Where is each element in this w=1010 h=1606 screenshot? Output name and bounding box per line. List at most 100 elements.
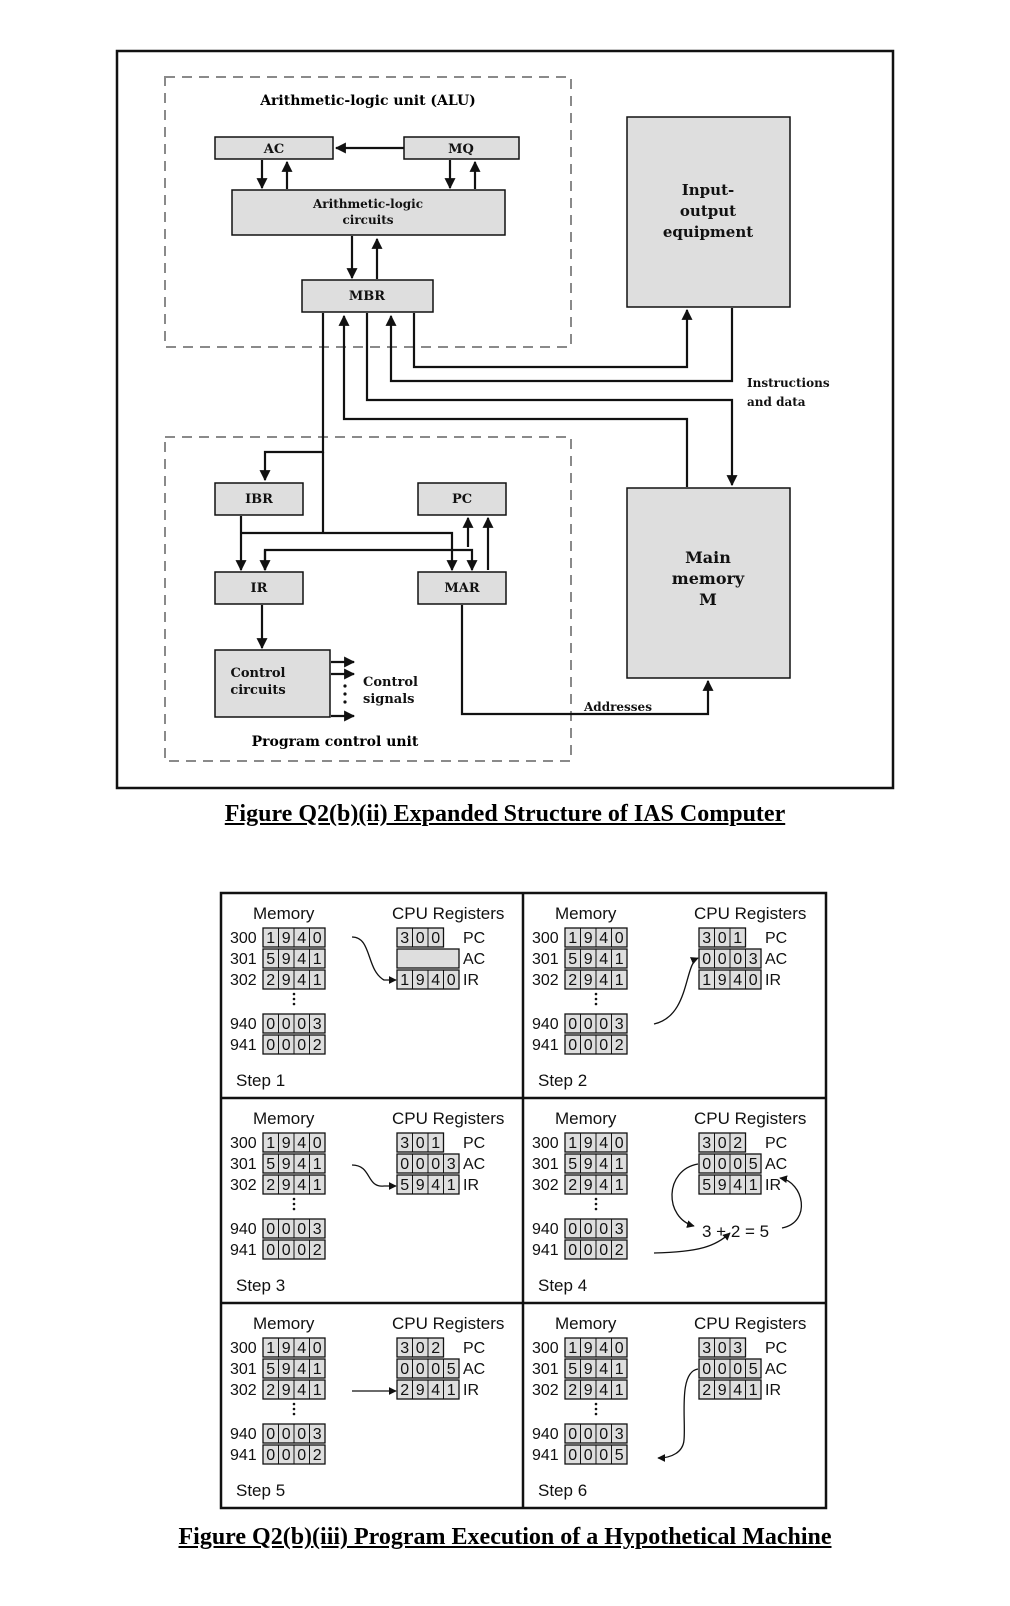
mem-digit: 0 <box>584 1426 593 1443</box>
ac-digit: 0 <box>431 1156 440 1173</box>
pc-register <box>417 482 507 516</box>
alu-region <box>164 76 572 348</box>
ac-digit: 0 <box>416 1156 425 1173</box>
mem-digit: 2 <box>568 1177 577 1194</box>
mem-digit: 0 <box>297 1426 306 1443</box>
mem-address: 302 <box>532 1382 559 1399</box>
alc-label-1: Arithmetic-logic <box>312 197 423 211</box>
mem-address: 940 <box>532 1426 559 1443</box>
mem-digit: 9 <box>584 1177 593 1194</box>
mem-digit: 9 <box>282 1340 291 1357</box>
mem-address: 302 <box>532 972 559 989</box>
mem-address: 300 <box>532 1135 559 1152</box>
mem-digit: 1 <box>313 972 322 989</box>
mem-digit: 0 <box>282 1447 291 1464</box>
mem-address: 300 <box>532 930 559 947</box>
mem-digit: 1 <box>313 951 322 968</box>
mem-digit: 0 <box>568 1016 577 1033</box>
ir-digit: 9 <box>718 1177 727 1194</box>
ac-digit: 0 <box>718 951 727 968</box>
step-label: Step 2 <box>538 1071 587 1090</box>
cpu-registers-header: CPU Registers <box>694 1109 806 1128</box>
mem-digit: 9 <box>282 972 291 989</box>
mem-digit: 3 <box>615 1016 624 1033</box>
cs-label-2: signals <box>363 692 414 707</box>
addresses-label: Addresses <box>583 700 652 714</box>
ac-digit: 0 <box>416 1361 425 1378</box>
program-control-region <box>164 436 572 762</box>
mem-digit: 9 <box>584 972 593 989</box>
mem-digit: 0 <box>599 1221 608 1238</box>
io-label-1: Input- <box>682 181 734 199</box>
cpu-registers-header: CPU Registers <box>392 1314 504 1333</box>
mem-digit: 5 <box>615 1447 624 1464</box>
ac-label: AC <box>463 1156 485 1173</box>
mem-digit: 0 <box>568 1037 577 1054</box>
mm-label-3: M <box>699 590 717 609</box>
pc-digit: 2 <box>431 1340 440 1357</box>
mem-address: 941 <box>230 1447 257 1464</box>
ac-digit: 0 <box>400 1361 409 1378</box>
ac-digit: 0 <box>702 951 711 968</box>
cpu-registers-header: CPU Registers <box>392 1109 504 1128</box>
mem-address: 301 <box>230 1156 257 1173</box>
ir-register <box>214 571 304 605</box>
mem-address: 940 <box>230 1426 257 1443</box>
memory-header: Memory <box>253 904 315 923</box>
mem-digit: 2 <box>568 972 577 989</box>
mem-digit: 2 <box>615 1037 624 1054</box>
ir-digit: 0 <box>749 972 758 989</box>
ac-digit: 3 <box>749 951 758 968</box>
mem-digit: 4 <box>297 951 306 968</box>
pc-digit: 0 <box>416 930 425 947</box>
main-memory <box>626 487 791 679</box>
ac-digit: 0 <box>718 1156 727 1173</box>
pc-label: PC <box>452 492 472 507</box>
cc-label-2: circuits <box>230 683 285 698</box>
mem-digit: 1 <box>615 1156 624 1173</box>
ias-structure-diagram: Arithmetic-logic unit (ALU) Program cont… <box>115 49 895 790</box>
pc-register-box <box>396 1132 445 1153</box>
mem-digit: 3 <box>313 1221 322 1238</box>
mem-digit: 9 <box>584 1135 593 1152</box>
mem-digit: 4 <box>599 1382 608 1399</box>
ac-label: AC <box>263 142 284 157</box>
mem-digit: 0 <box>313 1340 322 1357</box>
pc-digit: 1 <box>733 930 742 947</box>
mem-digit: 0 <box>599 1037 608 1054</box>
mem-digit: 9 <box>584 1156 593 1173</box>
mem-digit: 1 <box>615 951 624 968</box>
mem-digit: 9 <box>282 1361 291 1378</box>
ir-label: IR <box>251 581 268 596</box>
pc-label: PC <box>765 930 787 947</box>
mem-digit: 4 <box>297 1156 306 1173</box>
mem-digit: 0 <box>282 1426 291 1443</box>
mem-digit: 1 <box>266 930 275 947</box>
pc-digit: 2 <box>733 1135 742 1152</box>
mem-digit: 1 <box>313 1361 322 1378</box>
ibr-label: IBR <box>245 492 273 507</box>
mem-address: 940 <box>230 1221 257 1238</box>
ac-label: AC <box>765 951 787 968</box>
mem-digit: 1 <box>313 1382 322 1399</box>
mem-address: 300 <box>230 1135 257 1152</box>
mem-digit: 5 <box>568 1156 577 1173</box>
mem-digit: 4 <box>599 951 608 968</box>
mem-digit: 3 <box>313 1016 322 1033</box>
memory-header: Memory <box>555 1314 617 1333</box>
mem-address: 941 <box>532 1242 559 1259</box>
mem-digit: 4 <box>297 930 306 947</box>
mem-address: 941 <box>532 1447 559 1464</box>
ac-digit: 0 <box>702 1156 711 1173</box>
ir-digit: 9 <box>718 972 727 989</box>
mem-digit: 1 <box>615 1177 624 1194</box>
mem-digit: 3 <box>615 1426 624 1443</box>
mem-digit: 0 <box>282 1016 291 1033</box>
pc-digit: 0 <box>416 1135 425 1152</box>
mem-address: 941 <box>532 1037 559 1054</box>
cpu-registers-header: CPU Registers <box>694 1314 806 1333</box>
mem-digit: 0 <box>266 1037 275 1054</box>
mq-label: MQ <box>448 142 474 157</box>
mem-address: 300 <box>230 1340 257 1357</box>
